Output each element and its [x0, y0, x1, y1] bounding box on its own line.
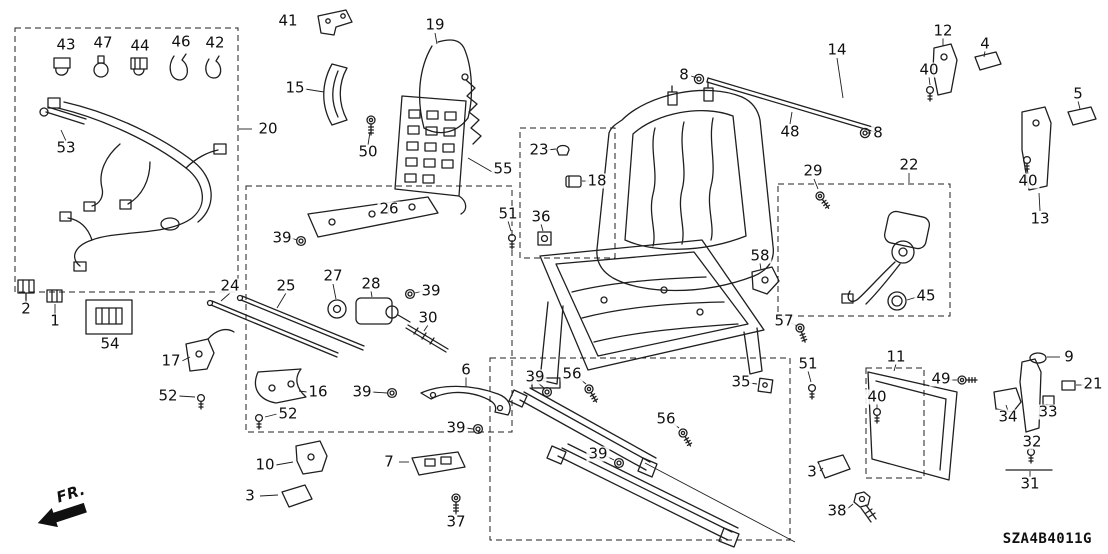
callout-39[interactable]: 39 [350, 382, 374, 401]
callout-8[interactable]: 8 [677, 65, 691, 84]
callout-24[interactable]: 24 [218, 276, 242, 295]
callout-56[interactable]: 56 [654, 409, 678, 428]
right-brackets-drawing [932, 43, 1097, 191]
callout-51[interactable]: 51 [796, 354, 820, 373]
callout-43[interactable]: 43 [54, 35, 78, 54]
side-cover-drawing [817, 371, 958, 481]
callout-14[interactable]: 14 [825, 40, 849, 59]
callout-15[interactable]: 15 [283, 78, 307, 97]
callout-17[interactable]: 17 [159, 351, 183, 370]
callout-26[interactable]: 26 [377, 199, 401, 218]
callout-4[interactable]: 4 [978, 34, 992, 53]
callout-1[interactable]: 1 [48, 311, 62, 330]
callout-6[interactable]: 6 [459, 360, 473, 379]
callout-51[interactable]: 51 [496, 204, 520, 223]
mount-bolt-38-icon [853, 491, 877, 523]
clip-44-icon [130, 57, 148, 76]
seat-back-frame-drawing [596, 81, 774, 292]
callout-30[interactable]: 30 [416, 308, 440, 327]
lumbar-motor-drawing [841, 210, 931, 311]
callout-40[interactable]: 40 [1016, 171, 1040, 190]
callout-45[interactable]: 45 [914, 286, 938, 305]
callout-48[interactable]: 48 [778, 122, 802, 141]
latch-parts-drawing [993, 352, 1076, 471]
callout-13[interactable]: 13 [1028, 209, 1052, 228]
callout-54[interactable]: 54 [98, 334, 122, 353]
callout-12[interactable]: 12 [931, 21, 955, 40]
callout-23[interactable]: 23 [527, 140, 551, 159]
callout-39[interactable]: 39 [419, 281, 443, 300]
callout-7[interactable]: 7 [382, 452, 396, 471]
anchor-bolt-53-icon [39, 106, 87, 125]
callout-40[interactable]: 40 [917, 60, 941, 79]
callout-57[interactable]: 57 [772, 311, 796, 330]
callout-19[interactable]: 19 [423, 15, 447, 34]
callout-39[interactable]: 39 [586, 444, 610, 463]
callout-56[interactable]: 56 [560, 364, 584, 383]
frame-19-icon [418, 39, 482, 145]
callout-28[interactable]: 28 [359, 274, 383, 293]
connectors-drawing [17, 279, 133, 335]
callout-29[interactable]: 29 [801, 161, 825, 180]
callout-55[interactable]: 55 [491, 159, 515, 178]
callout-39[interactable]: 39 [444, 418, 468, 437]
harness-clips-drawing [39, 53, 222, 125]
adjuster-assembly-drawing [185, 196, 449, 404]
callout-5[interactable]: 5 [1071, 84, 1085, 103]
callout-25[interactable]: 25 [274, 276, 298, 295]
callout-18[interactable]: 18 [585, 171, 609, 190]
recliner-parts-right-drawing [751, 266, 780, 394]
callout-53[interactable]: 53 [54, 138, 78, 157]
front-brackets-drawing [281, 385, 511, 508]
callout-46[interactable]: 46 [169, 32, 193, 51]
callout-32[interactable]: 32 [1020, 432, 1044, 451]
callout-27[interactable]: 27 [321, 266, 345, 285]
callout-44[interactable]: 44 [128, 36, 152, 55]
callout-20[interactable]: 20 [256, 119, 280, 138]
callout-22[interactable]: 22 [897, 155, 921, 174]
callout-2[interactable]: 2 [19, 299, 33, 318]
small-fasteners-center-drawing [537, 144, 582, 246]
callout-33[interactable]: 33 [1036, 402, 1060, 421]
callout-49[interactable]: 49 [929, 369, 953, 388]
callout-31[interactable]: 31 [1018, 474, 1042, 493]
callout-3[interactable]: 3 [805, 462, 819, 481]
clip-47-icon [93, 55, 109, 78]
callout-3[interactable]: 3 [243, 486, 257, 505]
callout-39[interactable]: 39 [523, 367, 547, 386]
callout-42[interactable]: 42 [203, 33, 227, 52]
lumbar-panel-55-icon [394, 95, 467, 215]
wire-harness-drawing [47, 97, 227, 272]
callout-52[interactable]: 52 [276, 404, 300, 423]
callout-34[interactable]: 34 [996, 407, 1020, 426]
clip-46-icon [169, 53, 189, 81]
clip-42-icon [205, 55, 222, 79]
callout-37[interactable]: 37 [444, 512, 468, 531]
callout-9[interactable]: 9 [1062, 347, 1076, 366]
callout-52[interactable]: 52 [156, 386, 180, 405]
callout-50[interactable]: 50 [356, 142, 380, 161]
callout-40[interactable]: 40 [865, 387, 889, 406]
callout-10[interactable]: 10 [253, 455, 277, 474]
callout-39[interactable]: 39 [270, 228, 294, 247]
callout-38[interactable]: 38 [825, 501, 849, 520]
callout-11[interactable]: 11 [884, 347, 908, 366]
callout-58[interactable]: 58 [748, 246, 772, 265]
callout-21[interactable]: 21 [1081, 374, 1105, 393]
callout-8[interactable]: 8 [871, 123, 885, 142]
callout-47[interactable]: 47 [91, 33, 115, 52]
diagram-code: SZA4B4011G [1002, 531, 1092, 547]
slide-rails-drawing [508, 387, 740, 548]
callout-35[interactable]: 35 [729, 372, 753, 391]
callout-36[interactable]: 36 [529, 207, 553, 226]
callout-41[interactable]: 41 [276, 11, 300, 30]
seat-cushion-frame-drawing [531, 239, 765, 389]
seat-back-parts-drawing [317, 9, 482, 215]
pad-15-icon [323, 63, 348, 126]
clip-43-icon [53, 57, 71, 76]
callout-16[interactable]: 16 [306, 382, 330, 401]
bracket-41-icon [317, 9, 353, 36]
